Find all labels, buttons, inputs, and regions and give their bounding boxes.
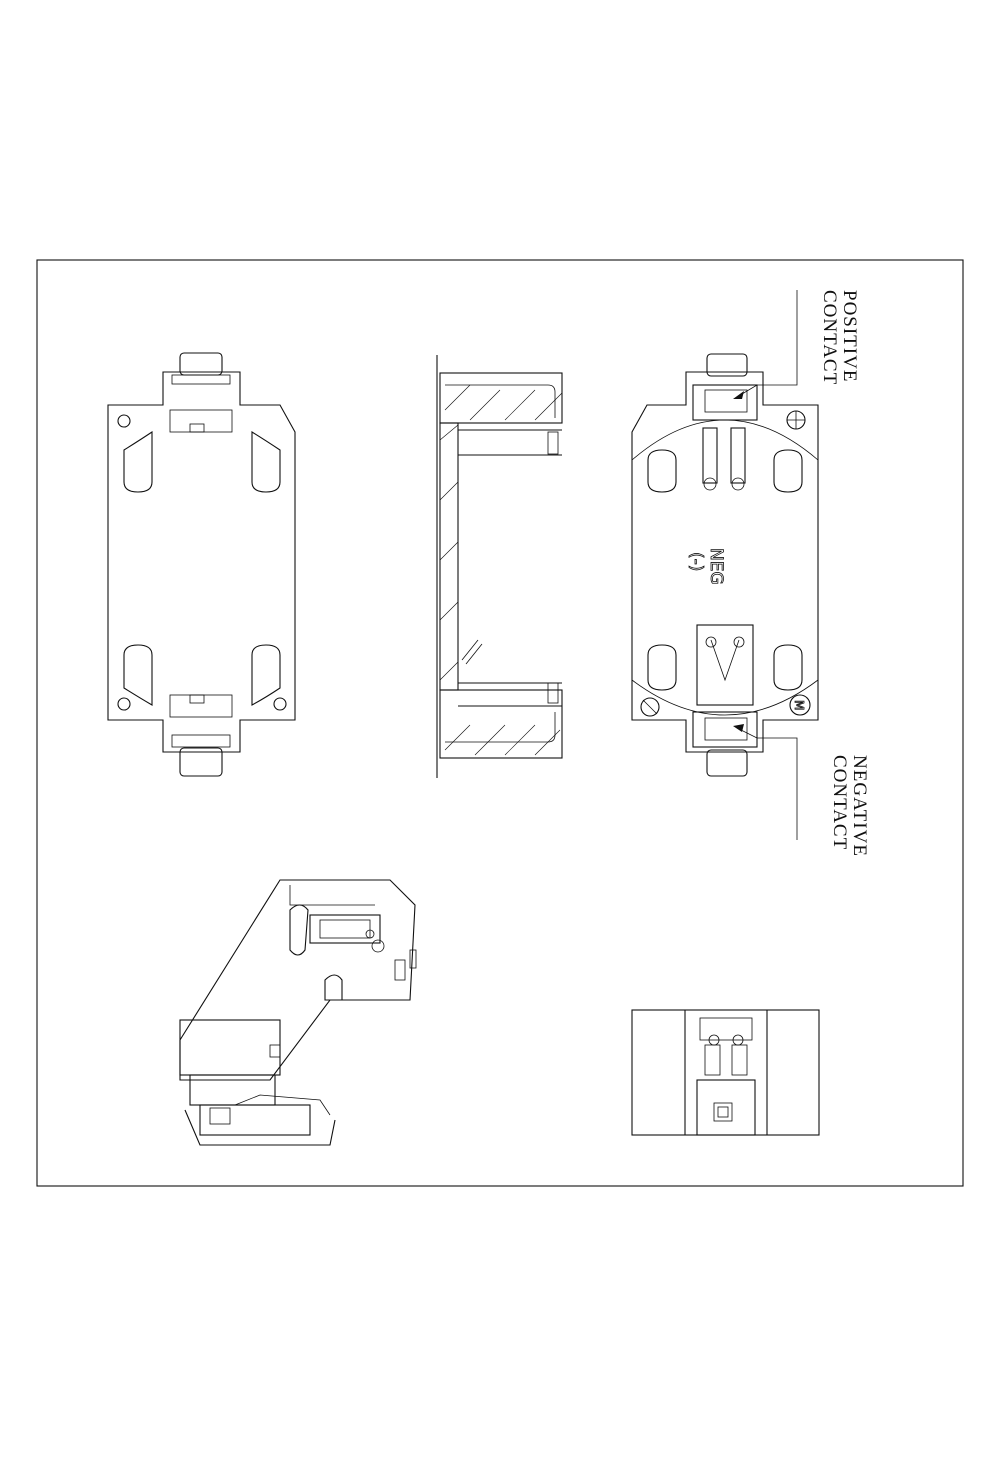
section-view (436, 355, 563, 778)
drawing-border (36, 259, 964, 1187)
logo-m-icon: M (789, 694, 811, 716)
screw-head-icon (640, 697, 660, 717)
end-view (631, 1009, 820, 1136)
screw-head-icon (786, 410, 806, 430)
neg-marking: NEG (706, 548, 726, 585)
svg-text:M: M (792, 700, 806, 710)
positive-contact-callout: POSITIVE CONTACT (733, 290, 860, 399)
top-view (107, 352, 296, 777)
bottom-view: NEG (-) M (631, 353, 819, 777)
negative-label-line1: NEGATIVE (849, 755, 870, 857)
negative-label-line2: CONTACT (829, 755, 850, 850)
positive-label-line2: CONTACT (819, 290, 840, 385)
negative-contact-callout: NEGATIVE CONTACT (733, 724, 870, 857)
neg-sign-marking: (-) (686, 552, 706, 571)
positive-label-line1: POSITIVE (839, 290, 860, 382)
isometric-view (179, 879, 417, 1146)
